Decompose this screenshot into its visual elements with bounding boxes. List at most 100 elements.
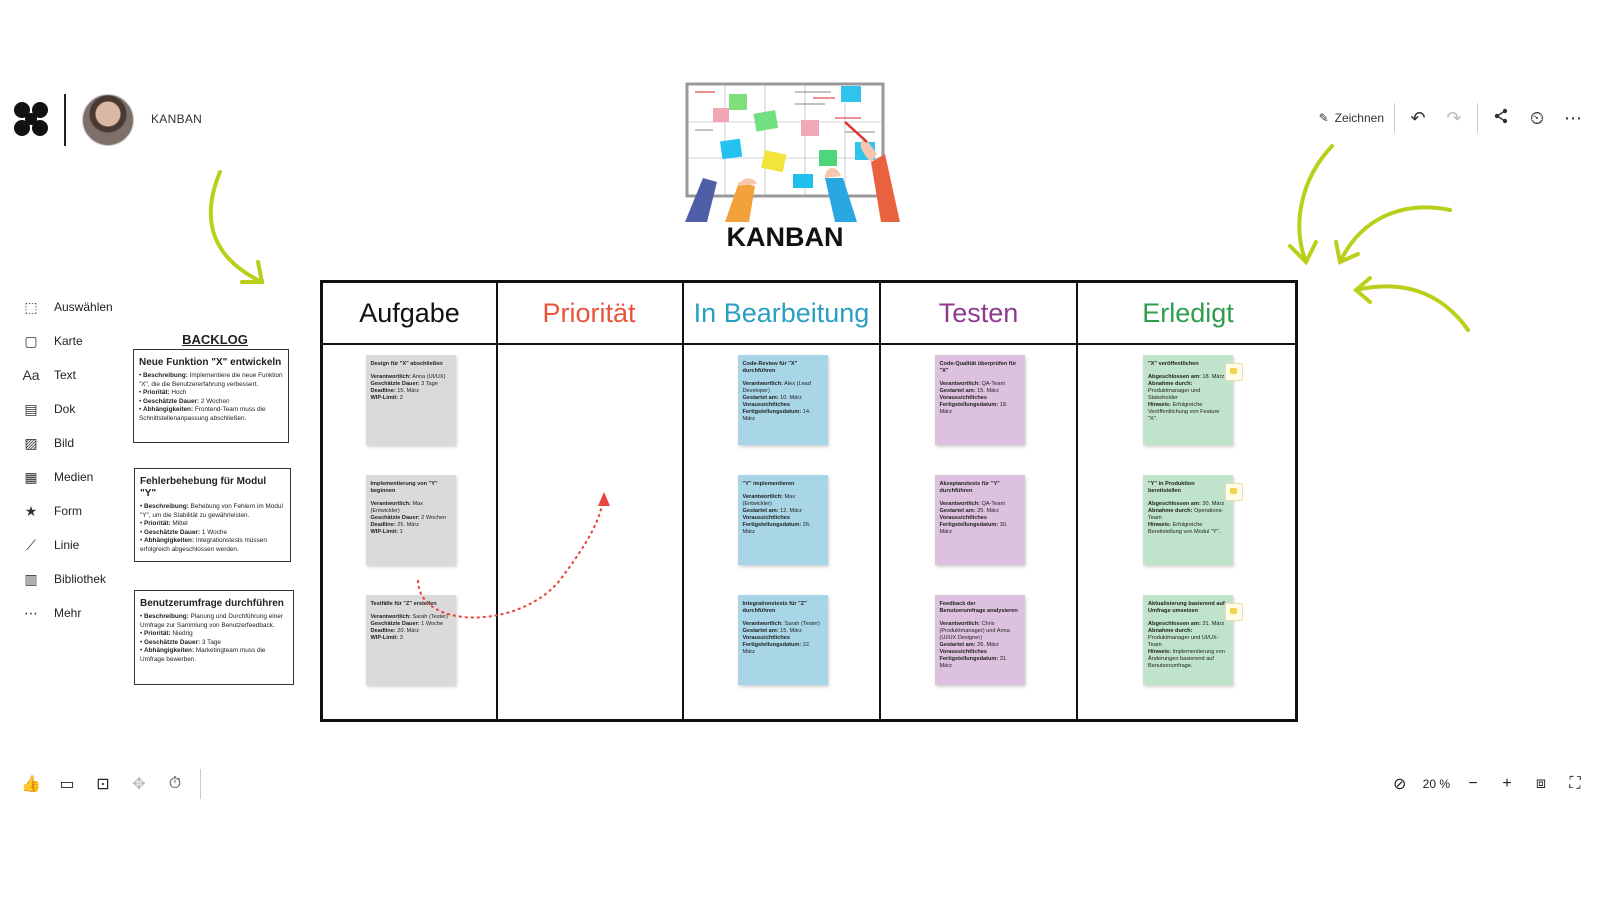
row-value: 15. März — [975, 388, 999, 394]
sticky-note-row: Verantwortlich: Alex (Lead Developer) — [743, 381, 823, 395]
tool-card[interactable]: ▢Karte — [20, 324, 113, 358]
row-value: 15. März — [395, 388, 420, 394]
row-value: Erfolgreiche Bereitstellung von Modul "Y… — [1148, 522, 1221, 535]
backlog-card[interactable]: Neue Funktion "X" entwickeln• Beschreibu… — [133, 349, 289, 443]
zoom-level[interactable]: 20 % — [1422, 777, 1450, 791]
row-key: Priorität: — [144, 630, 171, 638]
column-header: Priorität — [496, 283, 682, 345]
presentation-icon[interactable]: ▭ — [59, 776, 75, 793]
row-key: Priorität: — [144, 520, 171, 528]
stopwatch-icon[interactable]: ⏱ — [168, 775, 182, 792]
row-value: Implementiere die neue Funktion "X", die… — [139, 372, 283, 388]
comment-icon[interactable] — [1225, 363, 1243, 381]
tool-label: Medien — [54, 470, 94, 484]
tool-document[interactable]: ▤Dok — [20, 392, 113, 426]
timer-user-icon[interactable]: ⏲ — [1529, 108, 1545, 128]
like-icon[interactable]: 👍 — [21, 776, 41, 793]
tool-more[interactable]: ⋯Mehr — [20, 596, 113, 630]
sticky-note-title: Aktualisierung basierend auf Umfrage ums… — [1148, 601, 1225, 614]
sticky-note-row: Voraussichtliches Fertigstellungsdatum: … — [940, 649, 1020, 670]
minimap-icon[interactable]: ⛶ — [1569, 775, 1581, 792]
draw-button[interactable]: ✎ Zeichnen — [1319, 111, 1384, 125]
sticky-note-row: Geschätzte Dauer: 2 Wochen — [371, 515, 451, 522]
row-key: Gestartet am: — [742, 508, 779, 514]
sticky-note-title: "Y" in Produktion bereitstellen — [1148, 481, 1195, 494]
tool-library[interactable]: ▥Bibliothek — [20, 562, 113, 596]
board-name[interactable]: KANBAN — [151, 112, 203, 126]
tool-label: Linie — [54, 538, 80, 552]
sticky-note-row: Voraussichtliches Fertigstellungsdatum: … — [743, 515, 823, 536]
move-icon[interactable]: ✥ — [132, 776, 146, 793]
row-key: WIP-Limit: — [370, 395, 399, 401]
row-key: Hinweis: — [1148, 649, 1172, 655]
arrow-backlog — [208, 170, 264, 284]
app-logo[interactable] — [12, 100, 50, 138]
tool-line[interactable]: ⟋Linie — [20, 528, 113, 562]
row-value: 2 Wochen — [199, 397, 230, 405]
redo-icon[interactable]: ↷ — [1446, 108, 1462, 128]
row-value: 22. März — [742, 642, 811, 655]
star-icon: ★ — [24, 502, 38, 519]
tool-image[interactable]: ▨Bild — [20, 426, 113, 460]
fit-screen-icon[interactable]: ⧈ — [1535, 775, 1547, 792]
backlog-card[interactable]: Fehlerbehebung für Modul "Y"• Beschreibu… — [134, 468, 291, 562]
sticky-note[interactable]: Aktualisierung basierend auf Umfrage ums… — [1143, 595, 1243, 685]
share-icon[interactable] — [1488, 100, 1514, 136]
sticky-note-row: Verantwortlich: Sarah (Tester) — [371, 614, 451, 621]
tool-label: Form — [54, 504, 82, 518]
sticky-note-row: Verantwortlich: QA-Team — [940, 381, 1020, 388]
row-value: Niedrig — [170, 630, 193, 638]
sticky-note-row: Verantwortlich: QA-Team — [940, 501, 1020, 508]
sticky-note-row: Geschätzte Dauer: 3 Tage — [371, 381, 451, 388]
comment-icon[interactable] — [1225, 483, 1243, 501]
row-value: Produktmanager und UI/UX-Team — [1148, 635, 1219, 648]
backlog-card-row: • Abhängigkeiten: Marketingteam muss die… — [140, 647, 266, 663]
row-key: WIP-Limit: — [370, 635, 399, 641]
zoom-in-icon[interactable]: + — [1502, 775, 1512, 792]
undo-icon[interactable]: ↶ — [1410, 108, 1426, 128]
row-key: Abnahme durch: — [1148, 381, 1193, 387]
camera-icon[interactable]: ⊡ — [96, 776, 110, 793]
sticky-note-title: "Y" implementieren — [742, 481, 795, 487]
compass-icon[interactable]: ⊘ — [1392, 776, 1407, 793]
tool-media[interactable]: ▦Medien — [20, 460, 113, 494]
comment-icon[interactable] — [1225, 603, 1243, 621]
sticky-note[interactable]: Feedback der Benutzerumfrage analysieren… — [934, 595, 1025, 685]
column-header: Erledigt — [1078, 283, 1298, 345]
row-key: Voraussichtliches Fertigstellungsdatum: — [939, 395, 999, 408]
sticky-note[interactable]: Code-Qualität überprüfen für "X" Verantwo… — [934, 355, 1025, 445]
row-key: Abnahme durch: — [1148, 508, 1193, 514]
sticky-note-row: Verantwortlich: Anna (UI/UX) — [371, 374, 451, 381]
sticky-note-title: Code-Qualität überprüfen für "X" — [939, 361, 1017, 374]
sticky-note-row: Gestartet am: 25. März — [940, 508, 1020, 515]
row-key: Abhängigkeiten: — [144, 647, 195, 655]
more-icon[interactable]: ⋯ — [1564, 108, 1582, 128]
tool-label: Bibliothek — [54, 572, 107, 586]
tool-select[interactable]: ⬚Auswählen — [20, 290, 112, 324]
row-value: 12. März — [778, 508, 802, 514]
backlog-card[interactable]: Benutzerumfrage durchführen• Beschreibun… — [134, 590, 294, 685]
tool-star[interactable]: ★ Form — [20, 494, 113, 528]
sticky-note-title: Feedback der Benutzerumfrage analysieren — [939, 601, 1018, 614]
row-key: Priorität: — [143, 389, 170, 397]
sticky-note-row: Deadline: 20. März — [371, 628, 451, 635]
zoom-out-icon[interactable]: − — [1468, 775, 1478, 792]
sticky-note-row: Gestartet am: 26. März — [940, 642, 1020, 649]
avatar[interactable] — [82, 94, 134, 146]
row-key: Abhängigkeiten: — [143, 406, 194, 414]
row-key: Verantwortlich: — [939, 381, 980, 387]
row-value: 31. März — [1200, 621, 1225, 627]
row-key: Voraussichtliches Fertigstellungsdatum: — [742, 515, 802, 528]
